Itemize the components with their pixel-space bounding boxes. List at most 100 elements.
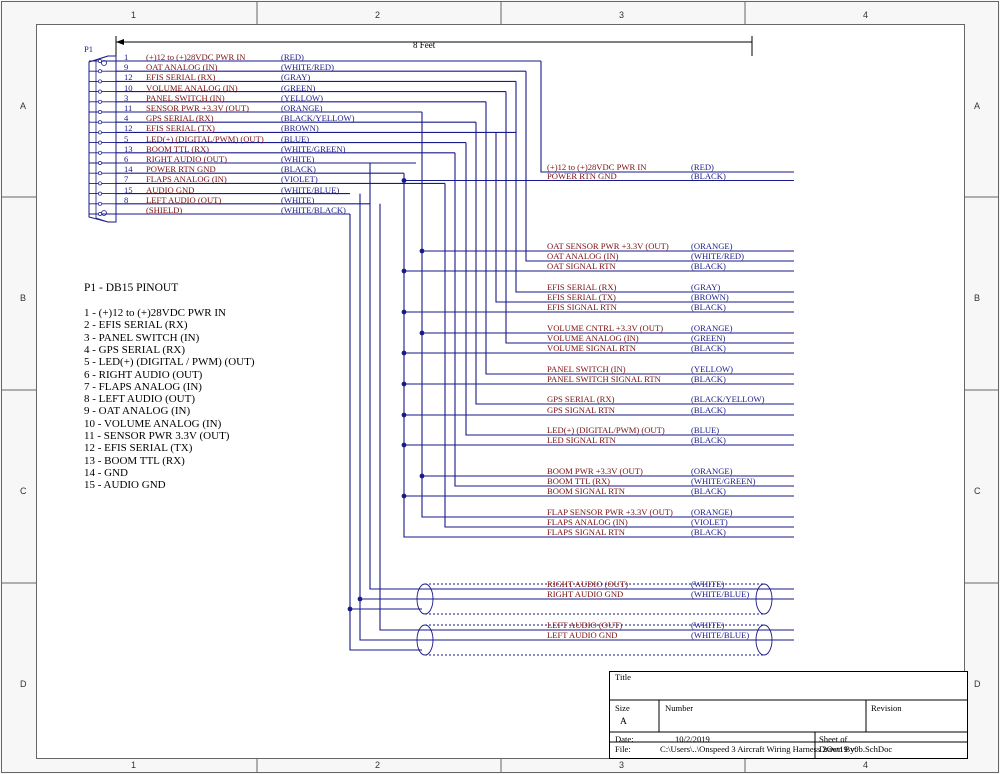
p1-pin-signal: POWER RTN GND: [146, 164, 216, 175]
title-block-size-label: Size: [615, 703, 630, 713]
zone-row-c-right: C: [974, 486, 981, 496]
p1-pin-wire-color: (GRAY): [281, 72, 311, 83]
title-block-number-label: Number: [665, 703, 694, 713]
pinout-row: 3 - PANEL SWITCH (IN): [84, 331, 200, 344]
output-wire-color: (VIOLET): [691, 517, 728, 527]
pinout-row: 10 - VOLUME ANALOG (IN): [84, 417, 222, 430]
wire-efis-tx: [495, 132, 794, 303]
connector-label: P1: [84, 44, 94, 54]
title-block-drawn-by-label: Drawn By:: [819, 744, 857, 754]
title-block-title-label: Title: [615, 672, 631, 682]
output-wire-color: (ORANGE): [691, 466, 733, 476]
zone-row-b-right: B: [974, 293, 981, 303]
output-wire-color: (GREEN): [691, 333, 726, 343]
pinout-row: 1 - (+)12 to (+)28VDC PWR IN: [84, 307, 226, 319]
p1-pin-number: 6: [124, 154, 129, 164]
title-block-date-label: Date:: [615, 734, 634, 744]
wire-panel-switch: [485, 101, 794, 375]
output-signal: FLAP SENSOR PWR +3.3V (OUT): [547, 507, 673, 517]
p1-pin-signal: EFIS SERIAL (TX): [146, 123, 215, 134]
wire-boom-ttl: [454, 152, 794, 487]
wire-left-audio: [379, 203, 794, 631]
junction-boom-pwr: [419, 473, 425, 479]
output-signal: (+)12 to (+)28VDC PWR IN: [547, 162, 647, 172]
p1-pin-number: 10: [124, 82, 133, 93]
junction-volume-rtn: [401, 350, 407, 356]
shield-left-right-end: [755, 624, 773, 656]
output-signal: LED(+) (DIGITAL/PWM) (OUT): [547, 425, 665, 435]
output-signal: PANEL SWITCH (IN): [547, 364, 626, 374]
pinout-row: 12 - EFIS SERIAL (TX): [84, 442, 193, 455]
zone-col-2-bottom: 2: [375, 760, 381, 770]
pinout-row: 14 - GND: [84, 466, 128, 479]
p1-pin-number: 8: [124, 194, 129, 205]
zone-col-4-top: 4: [863, 10, 869, 20]
p1-pin-wire-color: (WHITE): [281, 154, 315, 164]
output-signal: RIGHT AUDIO GND: [547, 589, 624, 599]
pinout-row: 6 - RIGHT AUDIO (OUT): [84, 368, 203, 381]
junction-shield: [347, 606, 353, 612]
output-signal: FLAPS ANALOG (IN): [547, 517, 628, 527]
junction-gps-rtn: [401, 412, 407, 418]
title-block-revision-label: Revision: [871, 703, 902, 713]
p1-pin-13-contact: [98, 191, 102, 196]
output-wire-color: (WHITE/BLUE): [691, 630, 750, 640]
junction-oat-rtn: [401, 268, 407, 274]
p1-pin-7-contact: [98, 130, 102, 135]
p1-pin-wire-color: (WHITE/RED): [281, 62, 334, 73]
output-wire-color: (WHITE/BLUE): [691, 589, 750, 599]
output-wire-color: (YELLOW): [691, 364, 733, 374]
output-signal: RIGHT AUDIO (OUT): [547, 579, 628, 589]
length-arrow-left: [116, 39, 124, 45]
output-signal: OAT SENSOR PWR +3.3V (OUT): [547, 241, 669, 251]
zone-row-c-left: C: [20, 486, 27, 496]
output-wire-color: (GRAY): [691, 282, 721, 292]
wire-led: [465, 142, 794, 436]
p1-pin-number: 5: [124, 133, 129, 144]
output-signal: BOOM SIGNAL RTN: [547, 486, 625, 496]
p1-pin-wire-color: (BROWN): [281, 123, 319, 134]
p1-pin-wire-color: (RED): [281, 52, 304, 62]
title-block-frame: [609, 671, 968, 759]
zone-col-2-top: 2: [375, 10, 381, 20]
title-block-date-value: 10/2/2019: [675, 734, 710, 744]
output-signal: OAT ANALOG (IN): [547, 251, 619, 261]
p1-pin-number: 12: [124, 123, 133, 134]
p1-pin-10-contact: [98, 161, 102, 165]
pinout-row: 9 - OAT ANALOG (IN): [84, 405, 191, 418]
output-wire-color: (RED): [691, 162, 714, 172]
output-wire-color: (ORANGE): [691, 241, 733, 251]
p1-pin-wire-color: (GREEN): [281, 82, 316, 93]
p1-pin-wire-color: (BLACK): [281, 164, 316, 175]
p1-pin-15-contact: [98, 212, 102, 216]
output-wire-color: (BLACK): [691, 435, 726, 445]
output-wire-color: (BLACK): [691, 527, 726, 537]
p1-pin-wire-color: (BLUE): [281, 133, 310, 144]
title-block-sheet-label: Sheet of: [819, 734, 848, 744]
p1-pin-signal: (+)12 to (+)28VDC PWR IN: [146, 52, 246, 62]
junction-right-audio-gnd: [357, 596, 363, 602]
output-signal: VOLUME SIGNAL RTN: [547, 343, 636, 353]
pinout-row: 2 - EFIS SERIAL (RX): [84, 319, 188, 332]
output-wire-color: (ORANGE): [691, 323, 733, 333]
wire-volume-analog: [505, 91, 794, 344]
pinout-row: 4 - GPS SERIAL (RX): [84, 343, 186, 356]
p1-pin-signal: LED(+) (DIGITAL/PWM) (OUT): [146, 133, 264, 144]
wire-gnd-trunk: [403, 173, 794, 538]
zone-col-3-top: 3: [619, 10, 625, 20]
output-wire-color: (WHITE): [691, 620, 725, 630]
zone-col-3-bottom: 3: [619, 760, 625, 770]
wire-oat-analog: [525, 71, 794, 262]
p1-pin-1-contact: [98, 69, 102, 74]
length-label: 8 Feet: [413, 40, 436, 50]
p1-pin-14-contact: [98, 201, 102, 206]
p1-pin-signal: BOOM TTL (RX): [146, 143, 210, 154]
p1-pin-number: 7: [124, 174, 129, 185]
title-block-file-label: File:: [615, 744, 631, 754]
junction-led-rtn: [401, 442, 407, 448]
output-signal: PANEL SWITCH SIGNAL RTN: [547, 374, 661, 384]
p1-pin-wire-color: (WHITE): [281, 194, 315, 205]
p1-pin-signal: EFIS SERIAL (RX): [146, 72, 216, 83]
